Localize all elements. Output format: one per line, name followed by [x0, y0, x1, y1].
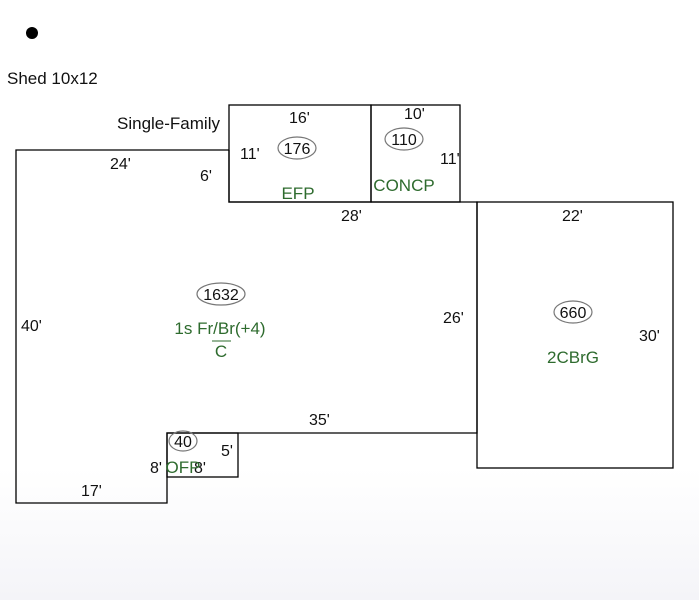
dim-main-step: 6': [200, 168, 212, 185]
efp-area-label: EFP: [281, 184, 314, 203]
main-area-label: 1s Fr/Br(+4): [174, 319, 265, 338]
garage-outline: [476, 201, 674, 469]
main-area-oval: [196, 282, 246, 306]
dim-main-notch-top: 35': [309, 412, 330, 429]
ofp-outline: [166, 432, 239, 478]
dim-garage-right: 30': [639, 328, 660, 345]
garage-area-oval: [553, 300, 593, 324]
dim-main-top: 24': [110, 156, 131, 173]
concp-area-oval: [384, 127, 424, 151]
concp-area-sqft: 110: [391, 132, 417, 149]
efp-area-sqft: 176: [284, 141, 311, 158]
dim-main-mid-top: 28': [341, 208, 362, 225]
dim-ofp-left: 8': [150, 460, 162, 477]
main-area-sqft: 1632: [203, 287, 239, 304]
dim-concp-top: 10': [404, 106, 425, 123]
dim-ofp-right: 5': [221, 443, 233, 460]
main-area-sub-label: C: [215, 342, 227, 361]
dim-efp-top: 16': [289, 110, 310, 127]
dim-concp-right: 11': [440, 151, 460, 168]
ofp-area-oval: [168, 430, 198, 452]
ofp-area-label: OFP: [166, 458, 201, 477]
origin-dot: [26, 27, 38, 39]
dim-main-right: 26': [443, 310, 464, 327]
efp-area-oval: [277, 136, 317, 160]
concp-area-label: CONCP: [373, 176, 434, 195]
dim-efp-left: 11': [240, 146, 260, 163]
ofp-area-sqft: 40: [174, 434, 192, 451]
dim-main-left: 40': [21, 318, 42, 335]
building-type-label: Single-Family: [117, 114, 220, 133]
dim-garage-top: 22': [562, 208, 583, 225]
dim-ofp-bottom: 8': [194, 460, 206, 477]
dim-main-bottom: 17': [81, 483, 102, 500]
garage-area-label: 2CBrG: [547, 348, 599, 367]
shed-label: Shed 10x12: [7, 69, 98, 88]
concp-outline: [370, 104, 461, 203]
garage-area-sqft: 660: [560, 305, 587, 322]
